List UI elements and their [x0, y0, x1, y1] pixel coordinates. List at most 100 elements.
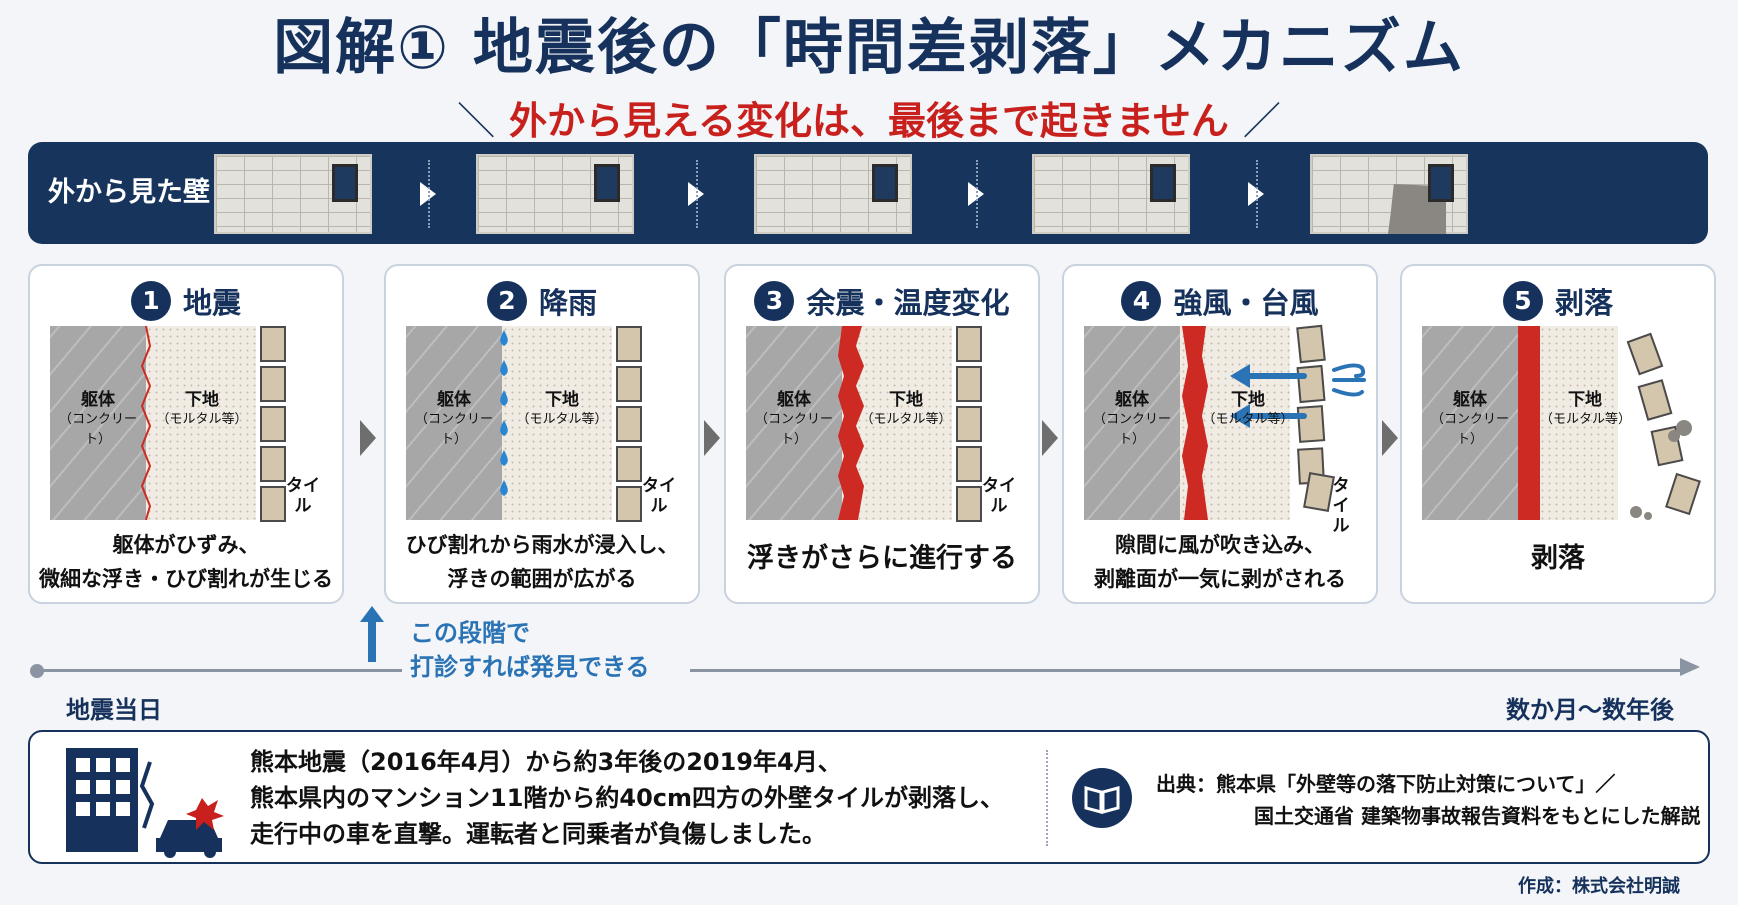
- credit-text: 作成：株式会社明誠: [1518, 876, 1680, 897]
- window-icon: [1150, 164, 1176, 202]
- wall-thumbnail-4: [1032, 154, 1190, 234]
- timeline-start-label: 地震当日: [66, 696, 162, 724]
- tile: [616, 446, 642, 482]
- stage-number: 1: [130, 281, 171, 321]
- mortar-label: 下地（モルタル等）: [1202, 390, 1294, 427]
- tile: [616, 326, 642, 362]
- wind-arrows-icon: [1230, 364, 1307, 428]
- raindrop-icons: [500, 330, 508, 496]
- wall-thumbnail-5-damaged: [1310, 154, 1468, 234]
- mortar-layer: [146, 326, 256, 520]
- building-car-accident-icon: [66, 748, 224, 858]
- stage-caption: 隙間に風が吹き込み、剥離面が一気に剥がされる: [1094, 533, 1346, 591]
- discovery-note: この段階で打診すれば発見できる: [410, 619, 650, 681]
- stage-title: 地震: [182, 286, 241, 320]
- mortar-label: 下地（モルタル等）: [156, 390, 248, 427]
- stage-title: 剥落: [1554, 286, 1613, 320]
- band-divider: [696, 160, 698, 228]
- timeline-end-label: 数か月〜数年後: [1506, 696, 1674, 724]
- timeline-line: [690, 669, 1682, 672]
- tile: [260, 486, 286, 522]
- exposed-failure-plane: [1518, 326, 1540, 520]
- divider: [1046, 750, 1048, 846]
- source-citation: 出典：熊本県「外壁等の落下防止対策について」／国土交通省 建築物事故報告資料をも…: [1156, 772, 1701, 828]
- stage-caption: 浮きがさらに進行する: [747, 543, 1017, 574]
- tile-label: タイル: [642, 476, 676, 516]
- incident-box: 熊本地震（2016年4月）から約3年後の2019年4月、熊本県内のマンション11…: [28, 730, 1710, 864]
- mortar-layer: [502, 326, 612, 520]
- micro-crack-line: [140, 326, 152, 520]
- debris-icon: [1630, 420, 1692, 520]
- outside-wall-label: 外から見た壁: [48, 177, 210, 208]
- concrete-layer: [406, 326, 502, 520]
- subtitle-text: 外から見える変化は、最後まで起きません: [509, 99, 1229, 143]
- wall-thumbnail-3: [754, 154, 912, 234]
- timeline-axis: [30, 658, 1700, 678]
- wall-cross-section: 躯体（コンクリート） 下地（モルタル等） タイル: [406, 326, 676, 522]
- stage-caption: ひび割れから雨水が浸入し、浮きの範囲が広がる: [405, 533, 679, 591]
- mortar-label: 下地（モルタル等）: [1540, 390, 1632, 427]
- wall-thumbnail-2: [476, 154, 634, 234]
- concrete-label: 躯体（コンクリート）: [1092, 390, 1171, 447]
- stage-card-5: 5 剥落 躯体（コンクリート） 下地（モルタル等） 剥落: [1400, 264, 1716, 604]
- tile: [260, 406, 286, 442]
- stage-number: 4: [1121, 281, 1162, 321]
- wind-gust-icon: [1332, 363, 1366, 397]
- outside-wall-band: 外から見た壁: [28, 142, 1708, 244]
- concrete-label: 躯体（コンクリート）: [414, 390, 493, 447]
- stage-title: 強風・台風: [1173, 286, 1319, 320]
- stage-title: 余震・温度変化: [806, 286, 1010, 320]
- band-divider: [1256, 160, 1258, 228]
- mortar-label: 下地（モルタル等）: [860, 390, 952, 427]
- window-icon: [594, 164, 620, 202]
- tile: [616, 406, 642, 442]
- timeline-line-start: [42, 669, 402, 672]
- timeline-arrowhead: [1680, 658, 1700, 676]
- window-icon: [1428, 164, 1454, 202]
- tile: [956, 486, 982, 522]
- tile: [260, 446, 286, 482]
- stage-number: 5: [1502, 281, 1543, 321]
- wall-cross-section: 躯体（コンクリート） 下地（モルタル等）: [1422, 326, 1701, 520]
- tile: [260, 366, 286, 402]
- tile: [616, 486, 642, 522]
- stage-header: 4 強風・台風: [1064, 280, 1376, 322]
- stage-arrow-1: [360, 420, 376, 456]
- book-icon: [1072, 768, 1132, 828]
- stage-arrow-2: [704, 420, 720, 456]
- up-arrow-icon: [360, 606, 384, 662]
- tile: [956, 446, 982, 482]
- page-title: 図解① 地震後の「時間差剥落」メカニズム: [273, 13, 1465, 83]
- window-icon: [872, 164, 898, 202]
- stage-header: 5 剥落: [1402, 280, 1714, 322]
- stage-arrow-3: [1042, 420, 1058, 456]
- stage-arrow-4: [1382, 420, 1398, 456]
- concrete-layer: [746, 326, 842, 520]
- tile-layer: [616, 326, 642, 522]
- subtitle: ＼外から見える変化は、最後まで起きません／: [457, 99, 1281, 143]
- tile-label: タイル: [982, 476, 1016, 516]
- timeline-start-dot: [30, 664, 44, 678]
- delamination-gap: [1182, 326, 1208, 520]
- tile: [616, 366, 642, 402]
- concrete-layer: [1422, 326, 1518, 520]
- concrete-label: 躯体（コンクリート）: [58, 390, 137, 447]
- concrete-layer: [50, 326, 146, 520]
- tile: [260, 326, 286, 362]
- tile: [956, 326, 982, 362]
- incident-text: 熊本地震（2016年4月）から約3年後の2019年4月、熊本県内のマンション11…: [250, 748, 1005, 848]
- tile-layer: [956, 326, 982, 522]
- band-divider: [976, 160, 978, 228]
- mortar-label: 下地（モルタル等）: [516, 390, 608, 427]
- tile: [956, 406, 982, 442]
- tile-layer: [260, 326, 286, 522]
- stage-header: 1 地震: [30, 280, 342, 322]
- tile: [956, 366, 982, 402]
- wall-thumbnail-1: [214, 154, 372, 234]
- window-icon: [332, 164, 358, 202]
